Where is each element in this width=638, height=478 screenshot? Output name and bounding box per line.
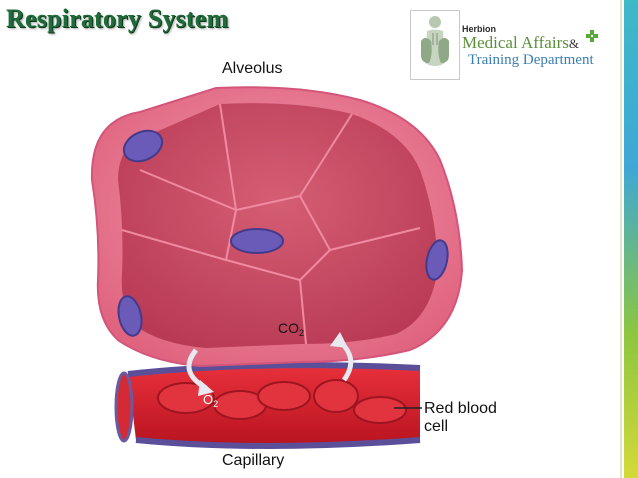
capillary-label: Capillary (222, 452, 285, 469)
side-accent-bar (624, 0, 638, 478)
logo-brand: Herbion (462, 24, 497, 34)
alveolus-label: Alveolus (222, 60, 283, 77)
co2-subscript: 2 (299, 328, 305, 338)
co2-label: CO2 (278, 320, 304, 338)
slide-title: Respiratory System (6, 4, 229, 33)
rbc-label-line1: Red blood (424, 400, 497, 417)
rbc-label-line2: cell (424, 418, 449, 435)
o2-label: O2 (203, 392, 218, 409)
o2-subscript: 2 (213, 399, 219, 409)
lungs-icon (410, 10, 460, 80)
o2-arrowhead (198, 380, 214, 396)
logo-line1: Medical Affairs& (462, 33, 579, 53)
co2-arrowhead (330, 332, 348, 348)
capillary-vessel (114, 362, 421, 449)
o2-main: O (203, 392, 214, 407)
side-accent-line (620, 0, 622, 478)
alveolus-sac (90, 86, 464, 368)
logo-ampersand: & (568, 36, 579, 51)
company-logo: Herbion Medical Affairs& Training Depart… (410, 10, 605, 80)
logo-line1-text: Medical Affairs (462, 33, 569, 52)
logo-line2: Training Department (468, 52, 594, 68)
red-blood-cell-label: Red blood cell (424, 400, 497, 436)
plus-cross-icon (586, 30, 598, 42)
co2-main: CO (278, 320, 299, 336)
